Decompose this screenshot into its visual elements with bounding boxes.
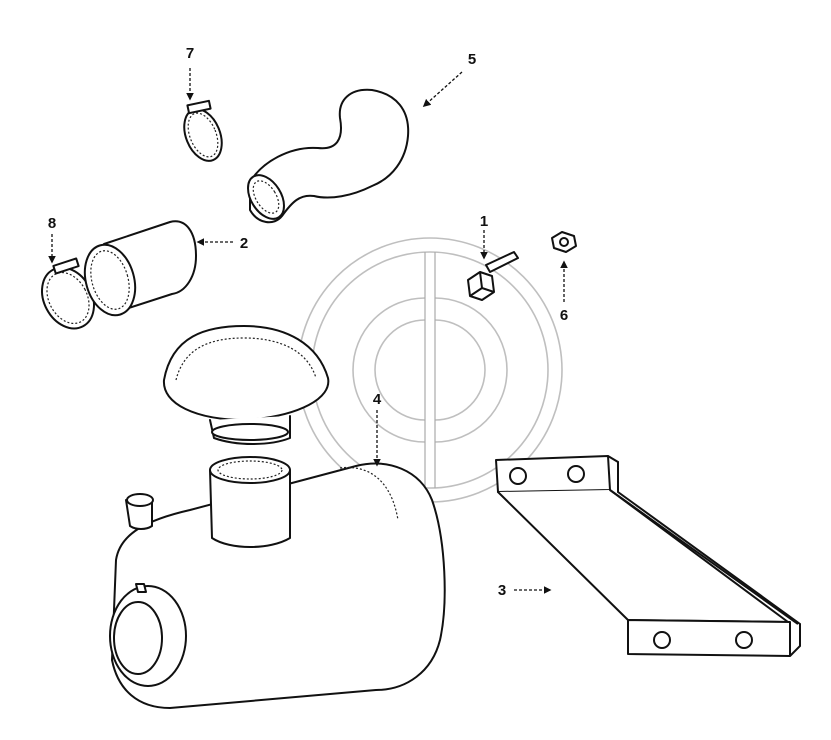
mounting-bracket-3 [495, 455, 801, 657]
callout-label-4: 4 [373, 391, 382, 408]
callout-labels: 7 5 8 2 1 6 4 3 [48, 45, 568, 599]
callout-label-5: 5 [468, 51, 476, 68]
hose-clamp-7 [183, 99, 223, 162]
callout-label-3: 3 [498, 582, 506, 599]
hose-clamp-8 [41, 257, 95, 330]
nut-6 [551, 231, 577, 253]
callout-label-8: 8 [48, 215, 56, 232]
elbow-hose-5 [247, 88, 410, 224]
callout-label-7: 7 [186, 45, 194, 62]
callout-arrow-5 [422, 71, 463, 108]
rain-cap [162, 325, 330, 445]
callout-label-1: 1 [480, 213, 488, 230]
air-cleaner-body-4 [109, 456, 446, 709]
callout-label-2: 2 [240, 235, 248, 252]
bolt-1 [467, 251, 519, 301]
callout-arrows [48, 68, 568, 594]
connector-tube-2 [83, 220, 197, 317]
callout-label-6: 6 [560, 307, 568, 324]
